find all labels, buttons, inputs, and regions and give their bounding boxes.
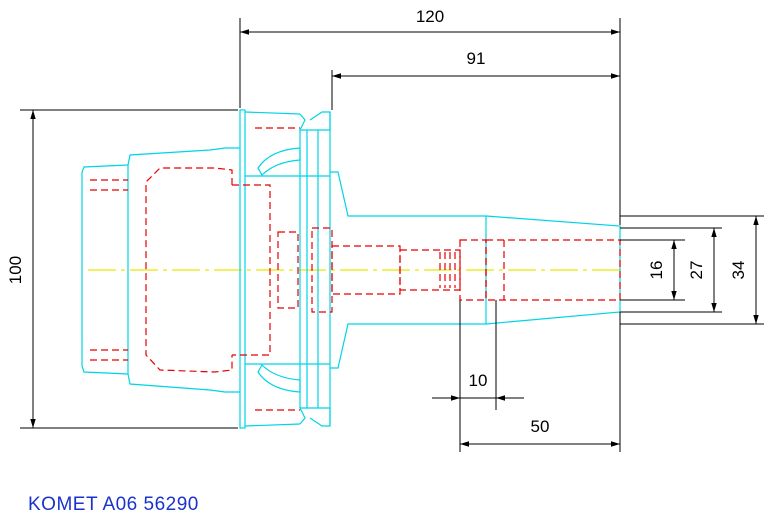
dim-text-clamp: 27 <box>687 261 706 280</box>
dim-text-shank: 91 <box>467 49 486 68</box>
dim-text-flange: 100 <box>6 256 25 284</box>
dimension-clamp-diameter: 27 <box>620 227 722 313</box>
dim-text-offset: 10 <box>469 371 488 390</box>
dim-text-overall: 120 <box>416 7 444 26</box>
dim-text-depth: 50 <box>531 417 550 436</box>
dimension-bore-diameter: 16 <box>620 239 685 301</box>
dimension-nose-diameter: 34 <box>620 215 764 325</box>
dimension-overall-length: 120 <box>239 7 621 225</box>
dimension-bore-depth: 50 <box>459 312 621 452</box>
tool-holder-outline <box>81 109 621 429</box>
dimension-shank-length: 91 <box>331 49 620 110</box>
dim-text-nose: 34 <box>729 261 748 280</box>
dimension-bore-offset: 10 <box>432 300 524 410</box>
dimension-flange-diameter: 100 <box>6 109 238 429</box>
part-number-caption: KOMET A06 56290 <box>28 494 199 515</box>
hidden-lines <box>90 127 621 411</box>
dim-text-bore: 16 <box>647 261 666 280</box>
